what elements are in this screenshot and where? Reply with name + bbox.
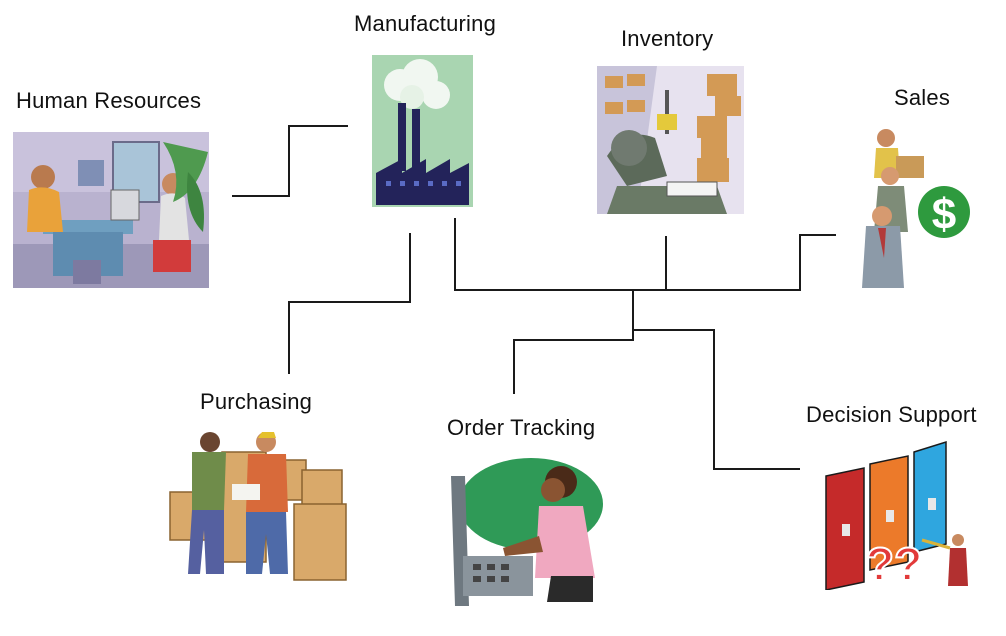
svg-text:$: $ <box>932 190 956 239</box>
operator-headset-icon <box>451 458 603 606</box>
label-inventory: Inventory <box>621 26 714 51</box>
sales-people-dollar-icon: $ <box>862 129 970 288</box>
connector-manufacturing-hub <box>454 218 633 291</box>
label-manufacturing: Manufacturing <box>354 11 497 36</box>
warehouse-forklift-icon <box>597 66 744 214</box>
doors-question-icon: ?? <box>825 440 968 590</box>
connector-sales-hub <box>633 234 836 291</box>
label-sales: Sales <box>894 85 951 110</box>
connector-hr-manufacturing <box>232 125 348 197</box>
connector-manufacturing-purchasing <box>288 233 411 374</box>
label-order-tracking: Order Tracking <box>447 415 596 440</box>
factory-icon <box>372 55 473 207</box>
connector-order-tracking <box>513 330 634 394</box>
label-decision-support: Decision Support <box>806 402 977 427</box>
office-meeting-icon <box>13 132 209 288</box>
label-human-resources: Human Resources <box>16 88 202 113</box>
svg-text:??: ?? <box>866 538 922 590</box>
purchasing-boxes-icon <box>169 432 347 581</box>
connector-decision-support <box>633 329 800 470</box>
label-purchasing: Purchasing <box>200 389 313 414</box>
